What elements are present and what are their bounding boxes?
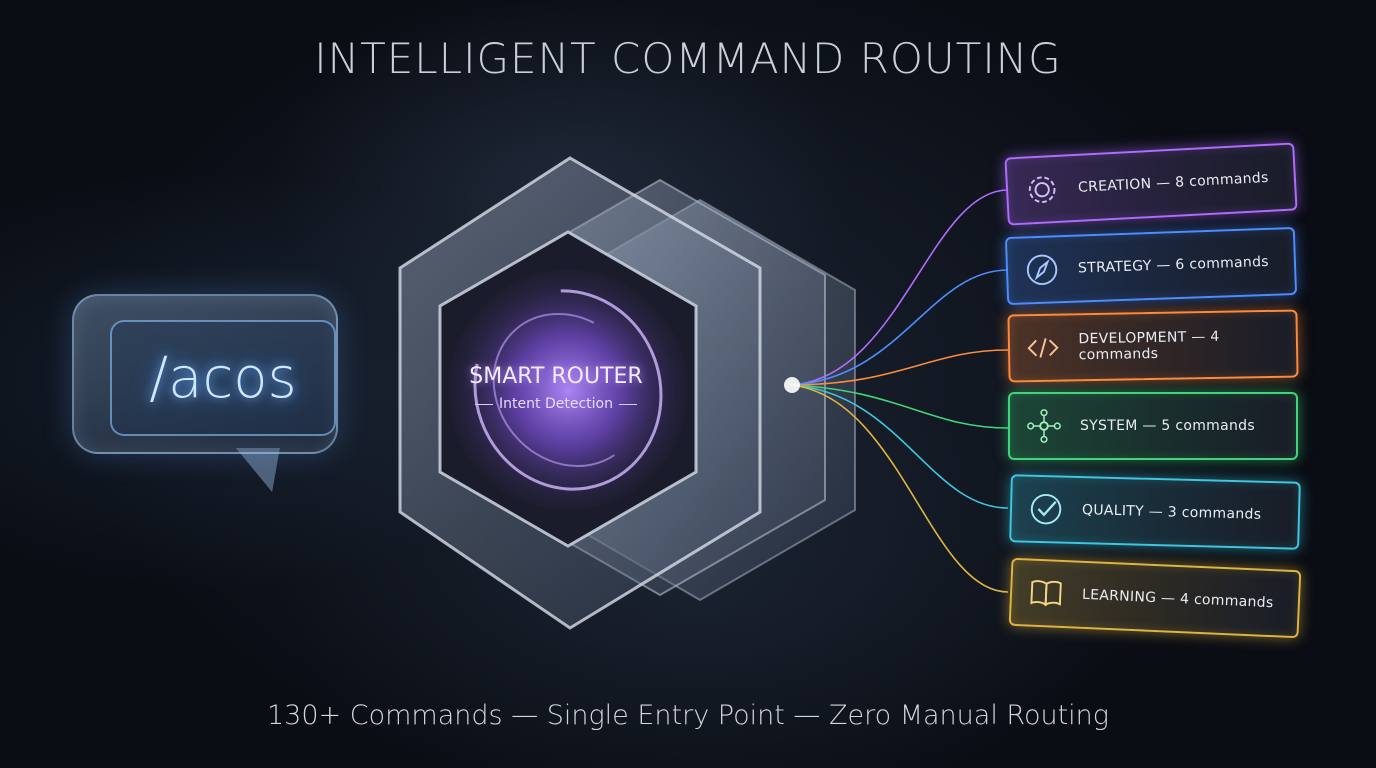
category-label-creation: CREATION — 8 commands [1077, 169, 1270, 196]
router-core-glow [448, 270, 688, 510]
category-label-development: DEVELOPMENT — 4 commands [1078, 328, 1220, 364]
category-card-development: DEVELOPMENT — 4 commands [1007, 309, 1299, 383]
category-label-quality: QUALITY — 3 commands [1081, 502, 1262, 523]
connector-strategy [789, 269, 1009, 386]
connector-hub-glow [784, 377, 800, 393]
book-icon [1025, 572, 1067, 614]
category-card-system: SYSTEM — 5 commands [1008, 392, 1298, 460]
command-text: /acos [149, 345, 297, 411]
router-orbit-ring [473, 289, 663, 491]
category-card-learning: LEARNING — 4 commands [1008, 557, 1302, 639]
command-input-frame: /acos [110, 320, 336, 436]
connector-lines [784, 189, 1009, 593]
router-orbit-ring-2 [492, 312, 644, 468]
router-title: SMART ROUTER [469, 364, 643, 389]
category-card-quality: QUALITY — 3 commands [1009, 474, 1301, 550]
compass-icon [1021, 249, 1062, 290]
router-subtitle-text: Intent Detection [469, 396, 643, 412]
connector-creation [789, 189, 1009, 386]
connector-system [789, 384, 1009, 429]
router-subtitle: Intent Detection [446, 396, 666, 412]
footer-tagline: 130+ Commands — Single Entry Point — Zer… [266, 700, 1109, 731]
command-input-bubble: /acos [72, 294, 338, 454]
page-title: INTELLIGENT COMMAND ROUTING [314, 34, 1062, 83]
category-label-system: SYSTEM — 5 commands [1080, 418, 1255, 434]
category-card-creation: CREATION — 8 commands [1004, 142, 1298, 226]
code-icon [1024, 328, 1063, 369]
connector-quality [789, 384, 1009, 509]
connector-learning [789, 384, 1009, 593]
gear-icon [1021, 169, 1063, 211]
category-label-learning: LEARNING — 4 commands [1081, 586, 1274, 612]
category-card-strategy: STRATEGY — 6 commands [1004, 226, 1298, 306]
connector-development [789, 349, 1009, 386]
network-icon [1024, 406, 1064, 446]
check-circle-icon [1026, 489, 1067, 530]
category-label-strategy: STRATEGY — 6 commands [1077, 253, 1270, 277]
